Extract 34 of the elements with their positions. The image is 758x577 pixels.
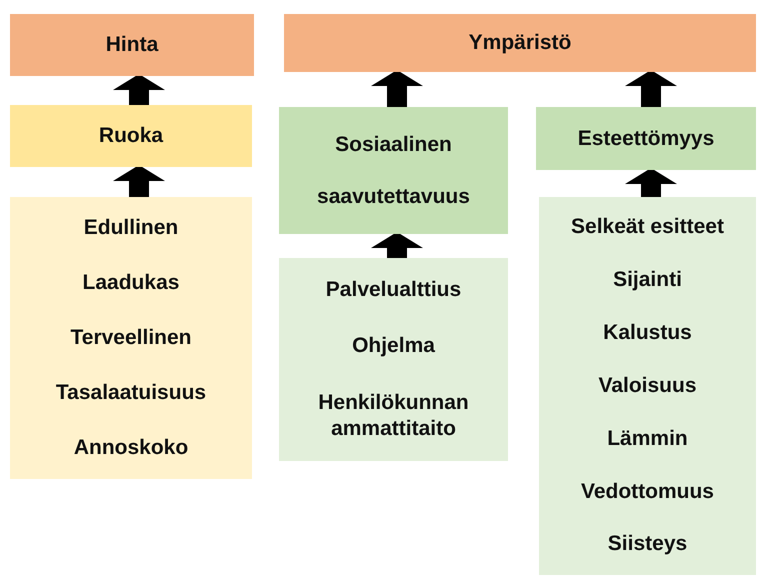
block-arrow (625, 70, 677, 107)
item-list-box (279, 258, 508, 461)
block-arrow (371, 70, 423, 107)
category-label: Esteettömyys (578, 126, 714, 152)
category-box (536, 107, 756, 170)
block-arrow (113, 165, 165, 197)
item-list-box (10, 197, 252, 479)
item-label: Siisteys (608, 531, 688, 558)
item-label: Laadukas (82, 270, 180, 296)
block-arrow (625, 168, 677, 197)
item-label: Sijainti (613, 267, 682, 294)
category-label: Sosiaalinen saavutettavuus (316, 132, 471, 210)
item-label: Ohjelma (352, 333, 435, 360)
item-list-box (539, 197, 756, 575)
category-label: Ruoka (98, 123, 164, 149)
item-label: Annoskoko (74, 434, 188, 461)
item-label: Selkeät esitteet (571, 214, 724, 240)
item-label: Henkilökunnan ammattitaito (317, 390, 470, 442)
category-box (284, 14, 756, 72)
item-label: Valoisuus (598, 372, 697, 399)
item-label: Tasalaatuisuus (56, 380, 206, 406)
category-label: Hinta (106, 32, 158, 58)
item-label: Vedottomuus (580, 478, 714, 505)
item-label: Edullinen (84, 215, 178, 242)
item-label: Terveellinen (70, 324, 192, 351)
category-label: Ympäristö (468, 30, 572, 56)
category-box (10, 105, 252, 167)
item-label: Lämmin (607, 426, 688, 452)
category-box (279, 107, 508, 234)
block-arrow (371, 232, 423, 258)
item-label: Palvelualttius (326, 277, 462, 304)
block-arrow (113, 74, 165, 105)
category-box (10, 14, 254, 76)
item-label: Kalustus (603, 320, 692, 346)
